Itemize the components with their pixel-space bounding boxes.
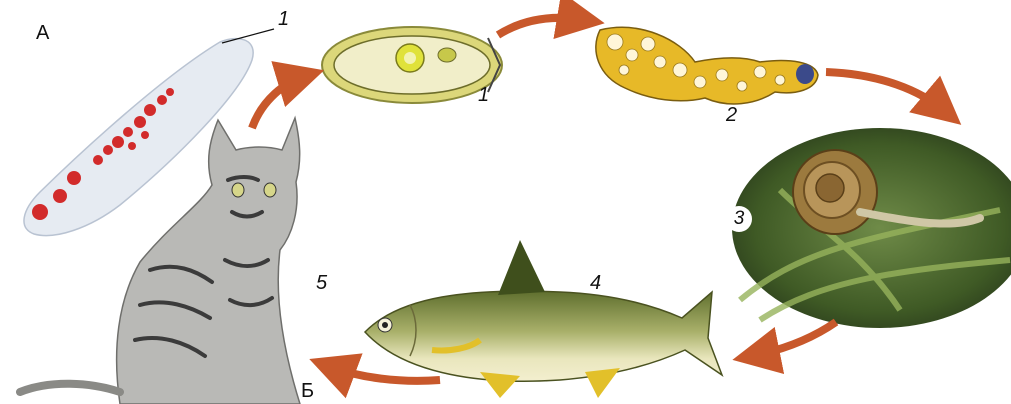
section-a-label: А: [36, 22, 49, 45]
larva: [596, 27, 818, 104]
arrow-larva-to-snail: [826, 72, 946, 112]
cat-number: 5: [316, 272, 327, 295]
egg-number: 1: [478, 84, 489, 107]
snail-number: 3: [726, 206, 752, 232]
egg: [322, 27, 502, 103]
section-b-label: Б: [301, 380, 314, 403]
snail: [732, 128, 1011, 328]
worm-mouth-number: 1: [278, 8, 289, 31]
fish-number: 4: [590, 272, 601, 295]
arrow-egg-to-larva: [498, 18, 585, 35]
larva-number: 2: [726, 104, 737, 127]
arrow-fish-to-cat: [328, 366, 440, 381]
arrow-snail-to-fish: [752, 322, 836, 356]
fish: [365, 240, 722, 398]
arrow-cat-to-egg: [252, 76, 305, 128]
